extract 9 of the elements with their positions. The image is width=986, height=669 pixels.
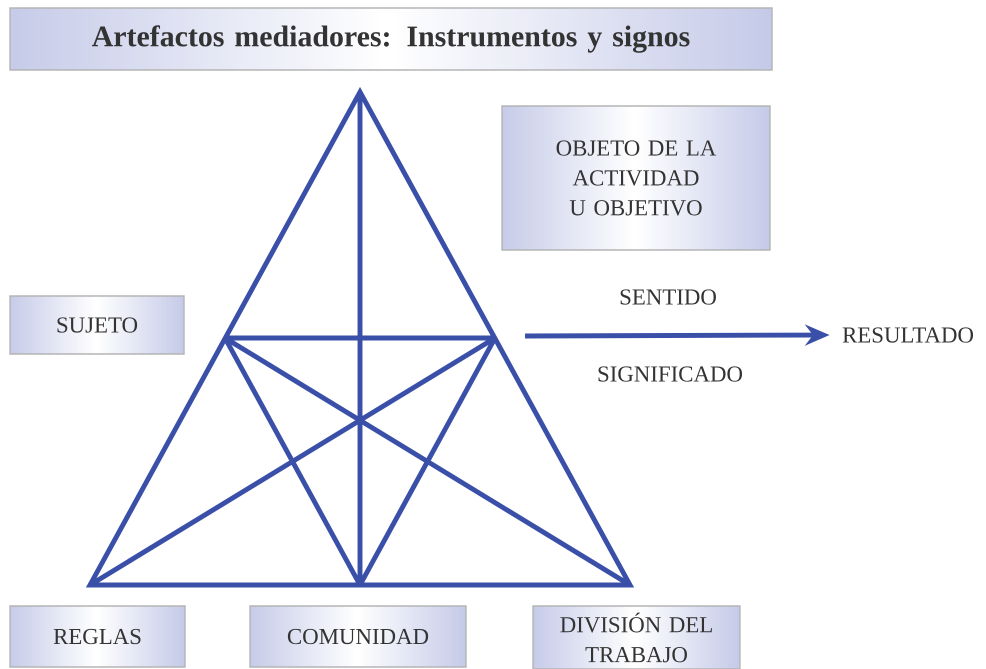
result-text: RESULTADO bbox=[842, 327, 974, 343]
label-box: REGLAS bbox=[9, 605, 186, 668]
annotation-text: SIGNIFICADO bbox=[598, 366, 742, 382]
heading-box: Artefactos mediadores: Instrumentos y signos bbox=[9, 7, 773, 71]
label-box: OBJETO DE LA ACTIVIDAD U OBJETIVO bbox=[501, 105, 771, 251]
label-box: DIVISIÓN DEL TRABAJO bbox=[532, 605, 741, 669]
label-box: SUJETO bbox=[9, 295, 185, 355]
annotation-text: SENTIDO bbox=[620, 289, 716, 305]
label-box: COMUNIDAD bbox=[249, 605, 467, 668]
